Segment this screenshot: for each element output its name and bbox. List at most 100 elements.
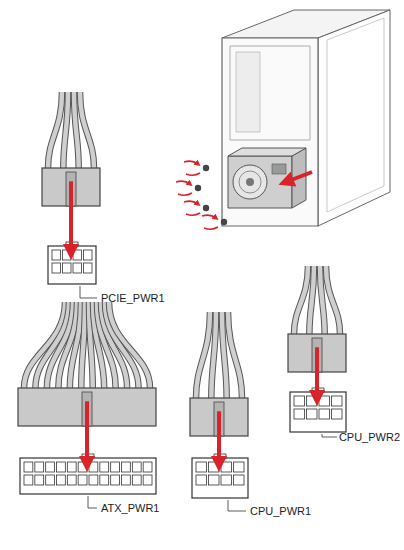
connector-name: CPU_PWR1 [250,505,311,517]
pin-hole [100,475,109,485]
pin-hole [319,409,330,419]
pin-hole [111,462,120,472]
pin-hole [24,462,33,472]
pin-hole [84,250,93,260]
cable [309,266,314,334]
cable [80,92,94,168]
pin-hole [67,475,76,485]
pin-hole [122,475,131,485]
cable [196,312,210,398]
cable [294,266,308,334]
screw [195,185,201,191]
pin-hole [132,475,141,485]
cable [196,312,210,398]
pin-hole [100,462,109,472]
power-connector [288,266,346,432]
insert-arrow [217,411,221,464]
pin-hole [35,462,44,472]
screw-turn-arrow [202,215,216,218]
cable [63,92,68,168]
pin-hole [84,263,93,273]
screw-turn-arrow [204,227,218,229]
pin-hole [46,462,55,472]
pin-hole [234,462,245,472]
cable [228,312,242,398]
cable [326,266,340,334]
pin-hole [89,475,98,485]
cable [81,302,85,388]
screw [221,219,227,225]
pin-hole [319,396,330,406]
power-connector [18,302,156,494]
insert-arrow [286,172,312,182]
screws [176,161,227,229]
cable [109,302,150,388]
screw-turn-arrow [186,173,200,175]
cable [309,266,314,334]
pc-case [222,10,390,226]
pin-hole [294,396,305,406]
cable [81,302,85,388]
pin-hole [209,475,220,485]
pin-hole [122,462,131,472]
pin-hole [73,263,82,273]
screw [203,165,209,171]
insert-arrow [69,181,73,252]
connector-name: PCIE_PWR1 [101,292,165,304]
pin-hole [52,263,61,273]
pin-hole [78,475,87,485]
pin-hole [46,475,55,485]
power-connector [42,92,100,284]
pin-hole [57,462,66,472]
pin-hole [294,409,305,419]
cable [211,312,216,398]
cable [48,92,62,168]
leader-line [88,496,97,508]
pin-hole [24,475,33,485]
pin-hole [143,462,152,472]
pin-hole [52,250,61,260]
leader-lines [80,286,337,511]
cable [211,312,216,398]
screw-turn-arrow [184,201,198,204]
pin-hole [221,475,232,485]
insert-arrow [315,347,319,398]
screw [203,205,209,211]
leader-line [322,434,337,437]
cable [63,92,68,168]
power-connector [190,312,248,498]
pin-hole [196,462,207,472]
cable [80,92,94,168]
pin-hole [307,409,318,419]
cable [48,92,62,168]
insert-arrow [85,401,89,464]
pin-hole [221,462,232,472]
pin-hole [234,475,245,485]
pin-hole [67,462,76,472]
cable [109,302,150,388]
pin-hole [35,475,44,485]
screw-turn-arrow [178,193,192,195]
pin-hole [111,475,120,485]
screw-turn-arrow [184,161,198,164]
pin-hole [132,462,141,472]
cable [294,266,308,334]
pin-hole [73,250,82,260]
pin-hole [63,263,72,273]
cable [228,312,242,398]
screw-turn-arrow [176,181,190,184]
pin-hole [57,475,66,485]
screw-turn-arrow [186,213,200,215]
connector-name: ATX_PWR1 [101,502,159,514]
cable [326,266,340,334]
pin-hole [143,475,152,485]
pin-hole [332,409,343,419]
connectors [18,92,346,498]
pin-hole [89,462,98,472]
pin-hole [196,475,207,485]
pin-hole [332,396,343,406]
connector-name: CPU_PWR2 [339,431,400,443]
leader-line [80,286,97,298]
leader-line [228,500,246,511]
